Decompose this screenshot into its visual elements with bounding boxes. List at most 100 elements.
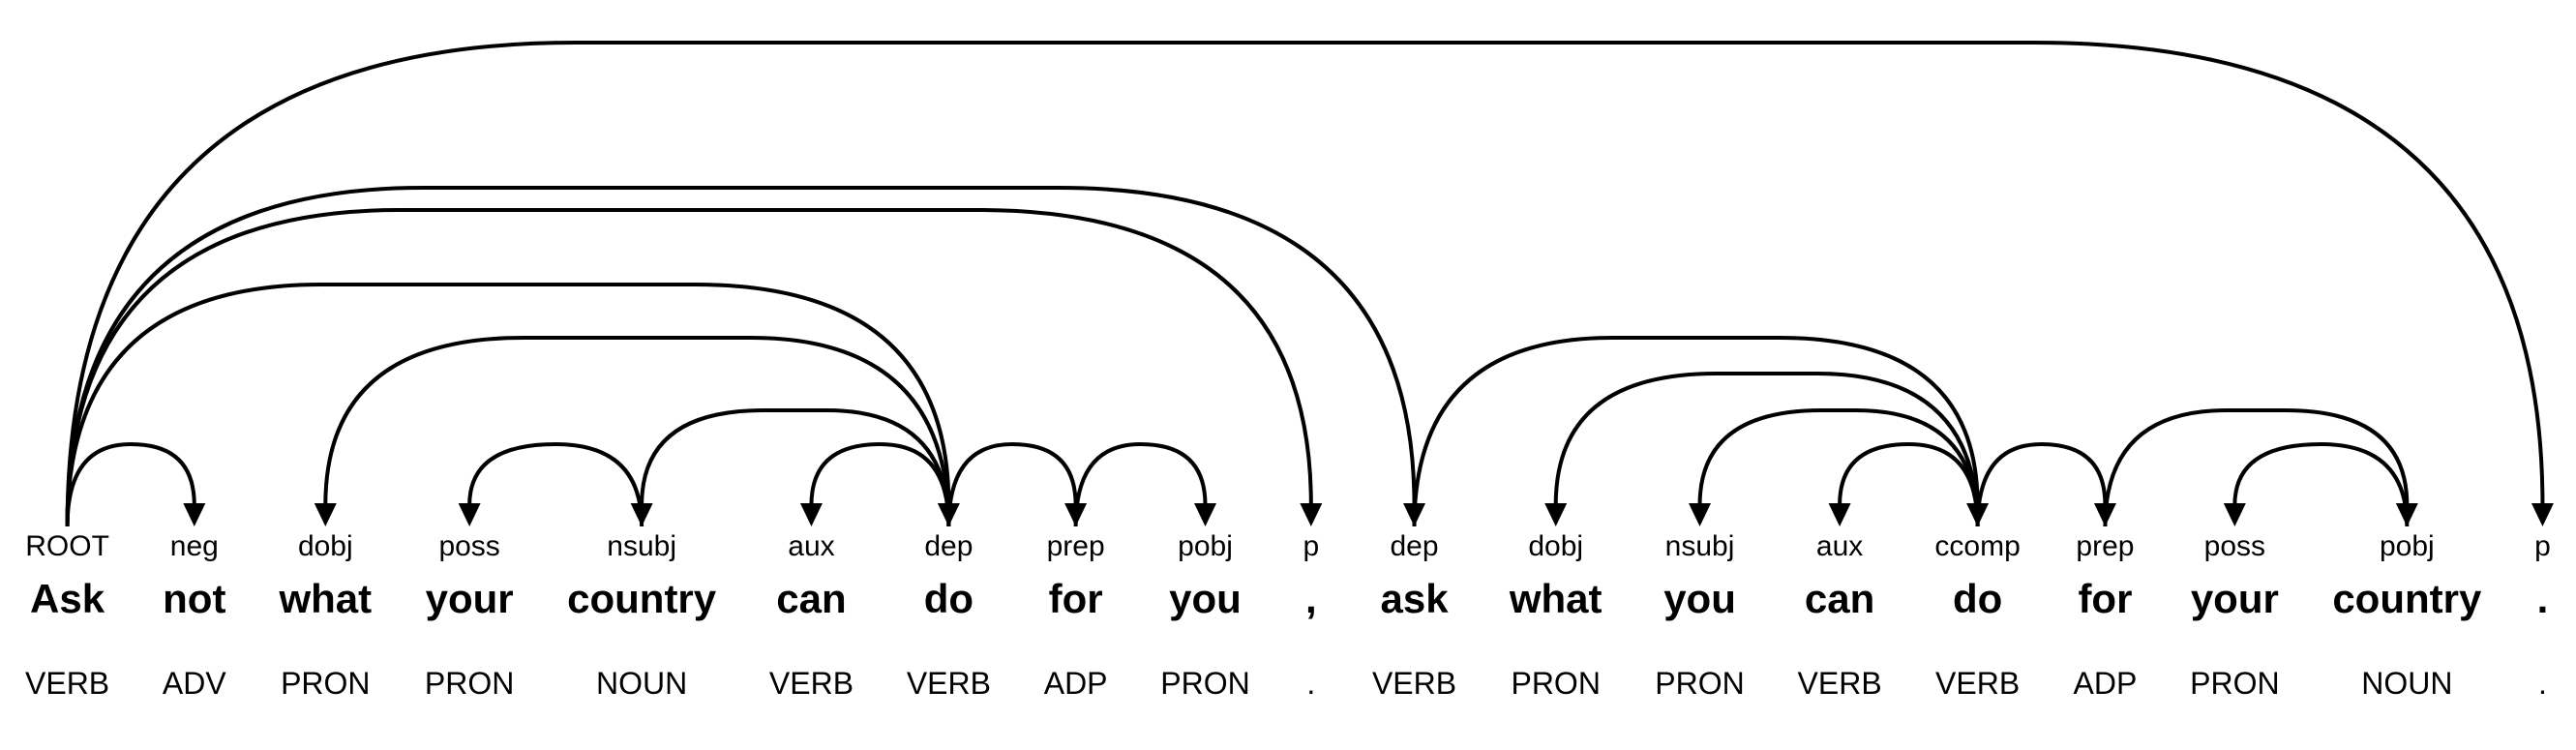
- pos-tag: .: [2538, 666, 2547, 701]
- word: for: [1048, 576, 1103, 621]
- token: dep ask VERB: [1371, 530, 1457, 701]
- pos-tag: VERB: [906, 666, 991, 701]
- pos-tag: NOUN: [596, 666, 688, 701]
- token: p , .: [1303, 530, 1320, 701]
- arrowhead-icon: [1194, 503, 1217, 526]
- arrowhead-icon: [314, 503, 337, 526]
- dependency-label: aux: [788, 530, 835, 562]
- dependency-label: poss: [2203, 530, 2266, 562]
- dependency-arc-nsubj: [640, 408, 951, 527]
- arrowhead-icon: [2223, 503, 2246, 526]
- word: your: [425, 576, 514, 621]
- dependency-arc-dep: [65, 186, 1417, 527]
- dependency-label: dep: [924, 530, 973, 562]
- arrowhead-icon: [183, 503, 206, 526]
- token: poss your PRON: [2190, 530, 2280, 701]
- token: dobj what PRON: [1509, 532, 1603, 701]
- arrowhead-icon: [2395, 503, 2418, 526]
- dependency-arc-ccomp: [1412, 336, 1980, 527]
- arrowhead-icon: [630, 503, 653, 526]
- arrowhead-icon: [1300, 503, 1323, 526]
- pos-tag: PRON: [1511, 666, 1601, 701]
- word: country: [2332, 576, 2482, 621]
- token: ROOT Ask VERB: [25, 530, 110, 701]
- pos-tag: NOUN: [2361, 666, 2453, 701]
- word: for: [2078, 576, 2133, 621]
- word: can: [1804, 576, 1875, 621]
- arrowhead-icon: [458, 503, 481, 526]
- dependency-arc-neg: [65, 441, 196, 527]
- token: poss your PRON: [424, 530, 515, 701]
- pos-tag: .: [1306, 666, 1316, 701]
- dependency-label: poss: [438, 530, 500, 562]
- word: you: [1169, 576, 1242, 621]
- pos-tag: PRON: [1160, 666, 1250, 701]
- dependency-label: prep: [2076, 530, 2135, 562]
- token: pobj country NOUN: [2332, 530, 2482, 701]
- dependency-label: p: [2534, 530, 2551, 562]
- dependency-arc-dobj: [323, 336, 951, 527]
- word: what: [279, 576, 373, 621]
- arrowhead-icon: [1828, 503, 1851, 526]
- word: .: [2536, 576, 2549, 621]
- dependency-label: prep: [1046, 530, 1105, 562]
- word: do: [1952, 576, 2003, 621]
- word: ask: [1380, 576, 1449, 621]
- token: aux can VERB: [1797, 530, 1882, 701]
- token: dobj what PRON: [279, 532, 373, 701]
- dependency-label: ccomp: [1934, 530, 2021, 562]
- pos-tag: VERB: [25, 666, 110, 701]
- dependency-label: dep: [1390, 530, 1439, 562]
- dependency-arc-p: [65, 41, 2545, 527]
- arrowhead-icon: [1689, 503, 1712, 526]
- dependency-arc-poss: [2232, 441, 2410, 527]
- word: you: [1663, 576, 1736, 621]
- pos-tag: ADV: [162, 666, 226, 701]
- dependency-label: neg: [169, 530, 219, 562]
- token: aux can VERB: [768, 530, 854, 701]
- pos-tag: VERB: [1797, 666, 1882, 701]
- dependency-arc-dep: [65, 283, 951, 527]
- pos-tag: VERB: [1935, 666, 2021, 701]
- word: what: [1509, 576, 1603, 621]
- token: neg not ADV: [162, 530, 226, 701]
- word: ,: [1305, 576, 1317, 621]
- dependency-arc-dobj: [1553, 372, 1980, 527]
- dependency-label: aux: [1815, 530, 1864, 562]
- pos-tag: PRON: [424, 666, 515, 701]
- word: not: [163, 576, 226, 621]
- dependency-label: p: [1303, 530, 1320, 562]
- dependency-arc-aux: [809, 441, 951, 527]
- dependency-label: nsubj: [607, 530, 676, 562]
- token: ccomp do VERB: [1934, 530, 2021, 701]
- dependency-label: nsubj: [1664, 530, 1735, 562]
- arrowhead-icon: [799, 503, 823, 526]
- token: prep for ADP: [1043, 530, 1108, 701]
- pos-tag: VERB: [1371, 666, 1457, 701]
- pos-tag: ADP: [2073, 666, 2138, 701]
- dependency-label: pobj: [2379, 530, 2435, 562]
- dependency-arc-pobj: [1073, 441, 1208, 527]
- word: do: [923, 576, 974, 621]
- dependency-arc-poss: [467, 441, 644, 527]
- arrowhead-icon: [1544, 503, 1568, 526]
- pos-tag: PRON: [281, 666, 371, 701]
- dependency-label: pobj: [1178, 530, 1233, 562]
- word: can: [776, 576, 847, 621]
- token: p . .: [2534, 530, 2551, 701]
- pos-tag: VERB: [768, 666, 854, 701]
- token: nsubj country NOUN: [567, 530, 717, 701]
- word: country: [567, 576, 717, 621]
- arrowhead-icon: [2531, 503, 2554, 526]
- token: pobj you PRON: [1160, 530, 1250, 701]
- token-row: ROOT Ask VERB neg not ADV dobj what PRON…: [0, 530, 2576, 701]
- dependency-label: ROOT: [25, 530, 109, 562]
- pos-tag: ADP: [1043, 666, 1108, 701]
- pos-tag: PRON: [1655, 666, 1745, 701]
- word: your: [2190, 576, 2279, 621]
- pos-tag: PRON: [2190, 666, 2280, 701]
- dependency-arc-p: [65, 208, 1313, 527]
- word: Ask: [30, 576, 105, 621]
